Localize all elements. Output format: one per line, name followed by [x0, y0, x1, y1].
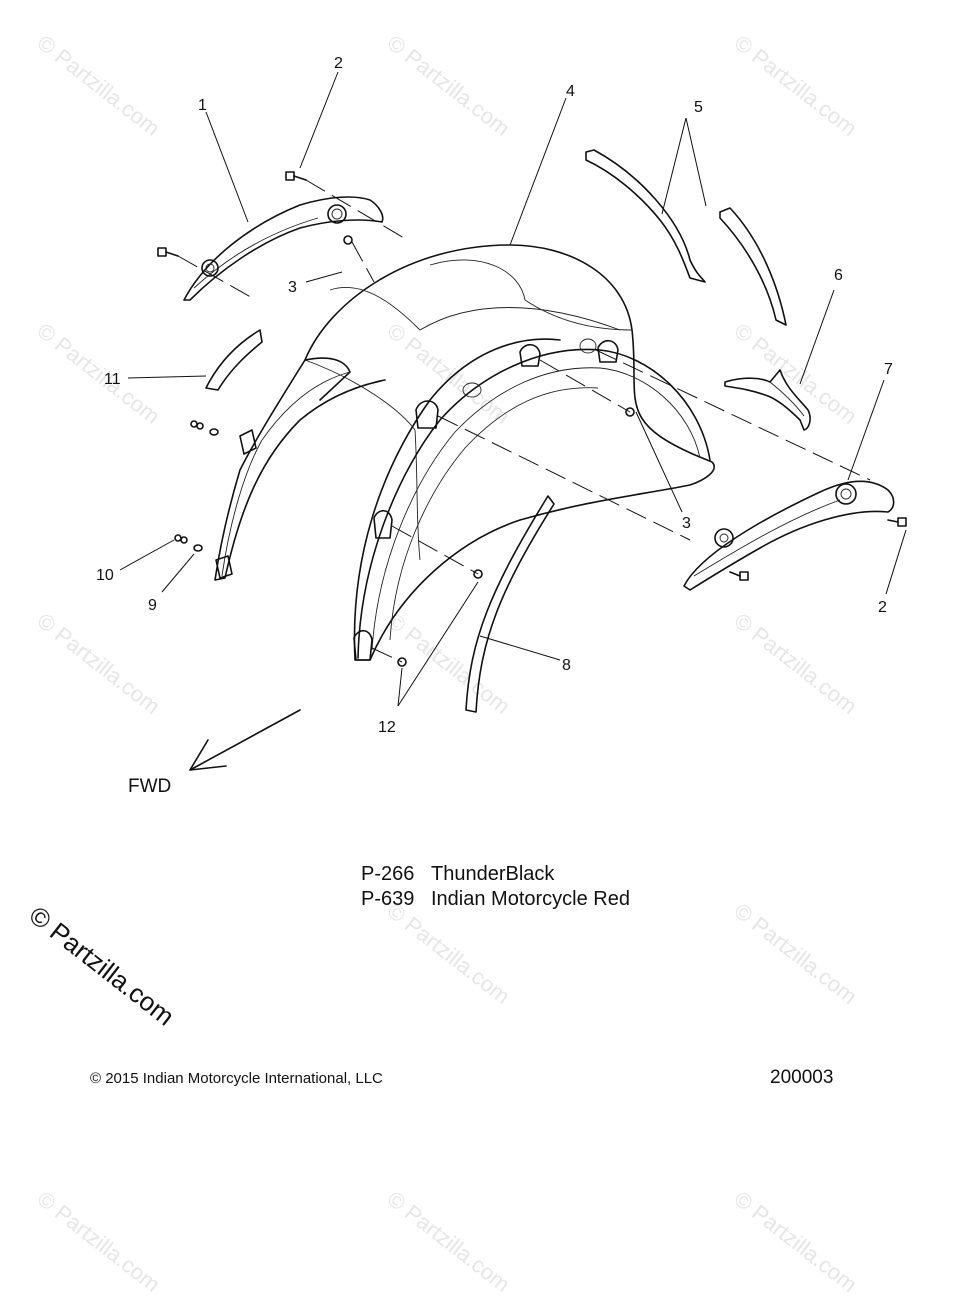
leader-lines	[119, 71, 907, 707]
assembly-lines	[177, 179, 871, 663]
callout-2: 2	[878, 599, 887, 616]
callout-2: 2	[334, 55, 343, 72]
decal-strips	[585, 149, 787, 326]
forward-arrow	[189, 709, 301, 771]
screw-2b	[887, 517, 907, 527]
callout-9: 9	[148, 597, 157, 614]
paint-codes: P-266 ThunderBlack P-639 Indian Motorcycle…	[361, 862, 630, 912]
screw-10a	[190, 420, 204, 430]
callout-3: 3	[682, 515, 691, 532]
diagram-id: 200003	[770, 1067, 834, 1088]
screw-2a	[285, 171, 307, 181]
callout-12: 12	[378, 719, 396, 736]
parts-diagram: 1 2 3 4 5 6 7 2 3 8 9 10 11 12	[96, 55, 907, 771]
rear-fender	[214, 244, 715, 661]
paint-code-row: P-639 Indian Motorcycle Red	[361, 887, 630, 912]
watermark: © Partzilla.com	[382, 1186, 515, 1297]
callout-3: 3	[288, 279, 297, 296]
callout-1: 1	[198, 97, 207, 114]
paint-code: P-266	[361, 863, 415, 885]
forward-label: FWD	[128, 776, 172, 797]
washer-9a	[209, 428, 219, 436]
fender-trim-right	[683, 480, 895, 591]
washer-9b	[193, 544, 203, 552]
copyright-notice: © 2015 Indian Motorcycle International, …	[90, 1070, 383, 1087]
callout-11: 11	[104, 371, 121, 388]
callout-7: 7	[884, 361, 893, 378]
paint-code-row: P-266 ThunderBlack	[361, 862, 630, 887]
callout-4: 4	[566, 83, 575, 100]
fender-badge	[724, 369, 811, 431]
screw-2c	[729, 571, 749, 581]
watermark: © Partzilla.com	[729, 1186, 862, 1297]
watermark: © Partzilla.com	[32, 1186, 165, 1297]
fender-trim-left	[183, 196, 384, 301]
screw-1b	[157, 247, 179, 257]
paint-name: Indian Motorcycle Red	[431, 888, 630, 910]
paint-name: ThunderBlack	[431, 863, 555, 885]
paint-code: P-639	[361, 888, 415, 910]
trim-piece-small	[205, 329, 263, 391]
nut-3b	[625, 407, 635, 417]
nut-3a	[343, 235, 353, 245]
trim-strip-long	[465, 495, 555, 713]
nut-12a	[473, 569, 483, 579]
nut-12b	[397, 657, 407, 667]
callout-labels: 1 2 3 4 5 6 7 2 3 8 9 10 11 12	[96, 55, 893, 736]
callout-8: 8	[562, 657, 571, 674]
screw-10b	[174, 534, 188, 544]
callout-6: 6	[834, 267, 843, 284]
callout-5: 5	[694, 99, 703, 116]
callout-10: 10	[96, 567, 114, 584]
